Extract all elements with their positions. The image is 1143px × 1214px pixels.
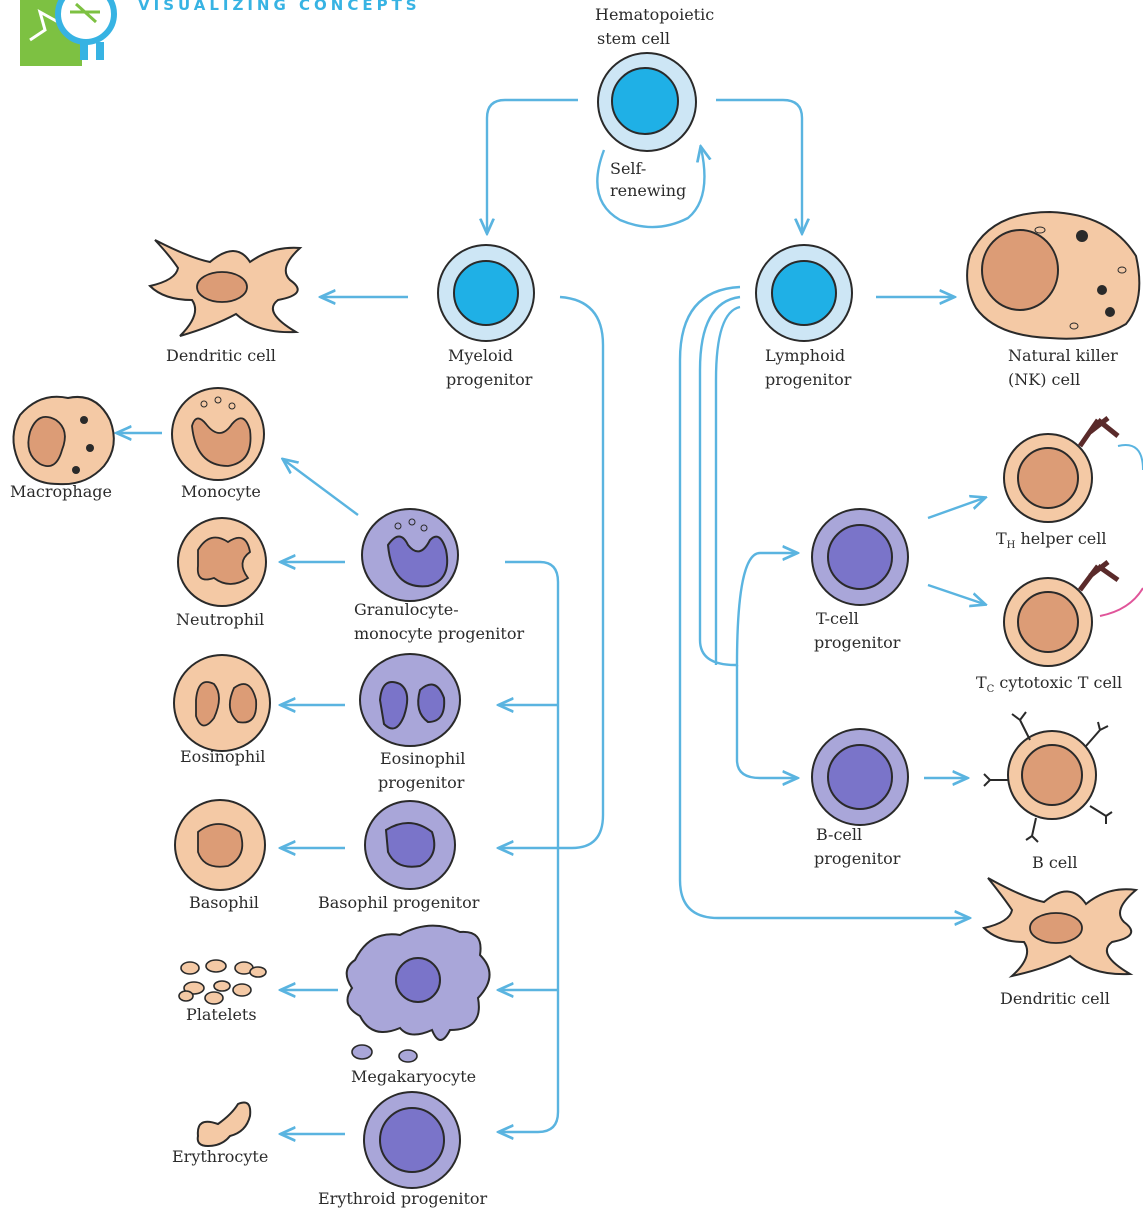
label-erythroid-prog: Erythroid progenitor [318, 1189, 488, 1208]
eosinophil-cell [174, 655, 270, 751]
lymphoid-inner-branch [716, 307, 740, 665]
b-cell-progenitor-cell [812, 729, 908, 825]
label-nk-1: Natural killer [1008, 346, 1118, 365]
basophil-progenitor-cell [365, 801, 455, 889]
label-hsc-1: Hematopoietic [595, 5, 714, 24]
erythroid-progenitor-cell [364, 1092, 460, 1188]
label-tc-cytotoxic: TC cytotoxic T cell [976, 673, 1122, 695]
label-erythrocyte: Erythrocyte [172, 1147, 268, 1166]
arrow-gm-to-monocyte [284, 460, 358, 515]
label-granulocyte-2: monocyte progenitor [354, 624, 524, 643]
labels: Hematopoietic stem cell Self- renewing M… [10, 5, 1122, 1208]
dendritic-cell-right [984, 878, 1136, 976]
label-platelets: Platelets [186, 1005, 257, 1024]
macrophage-cell [13, 397, 113, 484]
monocyte-cell [172, 388, 264, 480]
label-granulocyte-1: Granulocyte- [354, 600, 459, 619]
label-bcell-1: B-cell [816, 825, 862, 844]
label-macrophage: Macrophage [10, 482, 112, 501]
basophil-cell [175, 800, 265, 890]
hematopoietic-stem-cell [598, 53, 696, 151]
t-cell-progenitor-cell [812, 509, 908, 605]
label-dendritic-right: Dendritic cell [1000, 989, 1110, 1008]
label-dendritic-left: Dendritic cell [166, 346, 276, 365]
label-basophil: Basophil [189, 893, 259, 912]
label-myeloid-1: Myeloid [448, 346, 513, 365]
arrow-hsc-to-myeloid [487, 100, 578, 232]
t-b-split [735, 553, 796, 665]
arrow-hsc-to-lymphoid [716, 100, 802, 232]
platelets-cells [179, 960, 266, 1004]
lymphoid-progenitor-cell [756, 245, 852, 341]
header-title: VISUALIZING CONCEPTS [138, 0, 421, 14]
label-neutrophil: Neutrophil [176, 610, 264, 629]
granulocyte-monocyte-progenitor-cell [362, 509, 458, 601]
label-self-2: renewing [610, 181, 686, 200]
label-self-1: Self- [610, 159, 646, 178]
label-monocyte: Monocyte [181, 482, 261, 501]
myeloid-progenitor-cell [438, 245, 534, 341]
label-hsc-2: stem cell [597, 29, 670, 48]
arrow-t-to-th [928, 498, 984, 518]
label-eosinophil: Eosinophil [180, 747, 265, 766]
megakaryocyte-cell [347, 926, 490, 1062]
b-cell [984, 712, 1112, 842]
erythrocyte-cell [198, 1103, 251, 1147]
label-bcell-2: progenitor [814, 849, 901, 868]
label-myeloid-2: progenitor [446, 370, 533, 389]
lymphoid-middle-branch [700, 297, 740, 665]
label-th-helper: TH helper cell [996, 529, 1107, 551]
eosinophil-progenitor-cell [360, 654, 460, 746]
label-tcell-2: progenitor [814, 633, 901, 652]
neutrophil-cell [178, 518, 266, 606]
header-logo-icon [20, 0, 114, 66]
tc-cytotoxic-cell [1004, 562, 1143, 666]
label-basophil-prog: Basophil progenitor [318, 893, 480, 912]
label-megakaryocyte: Megakaryocyte [351, 1067, 476, 1086]
dendritic-cell-left [150, 240, 300, 336]
label-lymphoid-2: progenitor [765, 370, 852, 389]
label-eos-prog-2: progenitor [378, 773, 465, 792]
label-nk-2: (NK) cell [1008, 370, 1080, 389]
arrow-t-to-tc [928, 585, 984, 604]
label-eos-prog-1: Eosinophil [380, 749, 465, 768]
label-bcell: B cell [1032, 853, 1078, 872]
natural-killer-cell [967, 212, 1139, 339]
label-lymphoid-1: Lymphoid [765, 346, 845, 365]
label-tcell-1: T-cell [816, 609, 859, 628]
th-helper-cell [1004, 418, 1143, 522]
